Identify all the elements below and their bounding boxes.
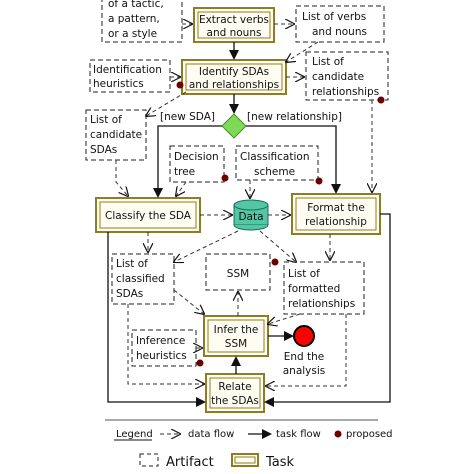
task-line: Identify SDAs <box>199 66 269 78</box>
task-line: Extract verbs <box>199 14 269 26</box>
artifact-line: SDAs <box>90 144 117 156</box>
artifact-verbs-nouns-list: List of verbs and nouns <box>295 5 385 43</box>
artifact-line: heuristics <box>93 78 144 90</box>
artifact-line: SSM <box>227 268 249 280</box>
legend-artifact: Artifact <box>166 455 214 470</box>
data-flows <box>115 24 372 386</box>
artifact-line: List of <box>116 258 148 270</box>
artifact-line: a pattern, <box>108 13 160 25</box>
task-line: and nouns <box>207 27 262 39</box>
task-format-relationship[interactable]: Format the relationship <box>291 193 381 235</box>
proposed-markers <box>176 81 385 367</box>
artifact-line: Decision <box>174 151 219 163</box>
artifact-classified-sdas-list: List of classified SDAs <box>111 253 175 305</box>
artifact-classification-scheme: Classification scheme <box>235 145 319 181</box>
task-line: Format the <box>307 202 365 214</box>
artifact-identification-heuristics: Identification heuristics <box>89 59 171 93</box>
data-store[interactable]: Data <box>233 199 269 231</box>
end-node[interactable]: End the analysis <box>283 325 326 377</box>
decision-label-new-sda: [new SDA] <box>160 111 215 123</box>
artifact-inference-heuristics: Inference heuristics <box>131 329 197 367</box>
artifact-candidate-sdas-list: List of candidate SDAs <box>85 109 147 161</box>
artifact-ssm: SSM <box>205 253 271 291</box>
task-flows <box>107 42 391 407</box>
artifact-line: or a style <box>108 28 157 40</box>
artifact-line: candidate <box>90 129 142 141</box>
artifact-line: Inference <box>136 335 185 347</box>
artifact-line: scheme <box>254 166 295 178</box>
data-store-label: Data <box>238 211 263 223</box>
artifact-line: List of verbs <box>302 11 366 23</box>
artifact-line: and nouns <box>312 26 367 38</box>
artifact-line: Identification <box>93 64 162 76</box>
artifact-line: relationships <box>288 298 355 310</box>
task-infer-ssm[interactable]: Infer the SSM <box>203 315 269 357</box>
artifact-line: candidate <box>312 71 364 83</box>
legend-proposed-dot <box>334 430 342 438</box>
artifact-formatted-relationships-list: List of formatted relationships <box>283 261 365 315</box>
task-classify-sda[interactable]: Classify the SDA <box>95 197 201 233</box>
end-node-label-line: End the <box>284 351 325 363</box>
artifact-line: Classification <box>240 151 309 163</box>
artifact-line: heuristics <box>136 350 187 362</box>
artifact-line: formatted <box>288 283 340 295</box>
decision-label-new-relationship: [new relationship] <box>247 111 342 123</box>
task-line: Relate <box>218 381 251 393</box>
decision-node[interactable] <box>221 113 247 139</box>
task-line: SSM <box>225 338 247 350</box>
legend: Legend data flow task flow proposed Arti… <box>105 419 393 470</box>
artifact-line: List of <box>312 56 344 68</box>
artifact-decision-tree: Decision tree <box>169 145 225 183</box>
artifact-line: List of <box>90 114 122 126</box>
end-node-label-line: analysis <box>283 365 326 377</box>
task-identify-sdas[interactable]: Identify SDAs and relationships <box>181 59 287 95</box>
legend-data-flow: data flow <box>188 429 234 440</box>
task-line: and relationships <box>189 79 279 91</box>
artifact-line: tree <box>174 166 195 178</box>
legend-proposed: proposed <box>346 429 393 440</box>
artifact-candidate-relationships-list: List of candidate relationships <box>305 51 389 101</box>
legend-task: Task <box>265 455 295 470</box>
task-line: relationship <box>305 216 367 228</box>
legend-title: Legend <box>116 429 153 440</box>
artifact-line: SDAs <box>116 288 143 300</box>
artifact-tactic-pattern-style: of a tactic, a pattern, or a style <box>101 0 183 43</box>
artifact-line: of a tactic, <box>108 0 164 10</box>
task-relate-sdas[interactable]: Relate the SDAs <box>205 373 265 413</box>
legend-task-flow: task flow <box>276 429 321 440</box>
legend-task-icon <box>231 453 259 467</box>
task-line: Infer the <box>214 324 259 336</box>
task-line: Classify the SDA <box>105 210 192 222</box>
task-line: the SDAs <box>211 395 259 407</box>
legend-artifact-icon <box>139 453 159 467</box>
task-extract-verbs-nouns[interactable]: Extract verbs and nouns <box>193 7 275 43</box>
artifact-line: List of <box>288 268 320 280</box>
artifact-line: relationships <box>312 86 379 98</box>
artifact-line: classified <box>116 273 165 285</box>
